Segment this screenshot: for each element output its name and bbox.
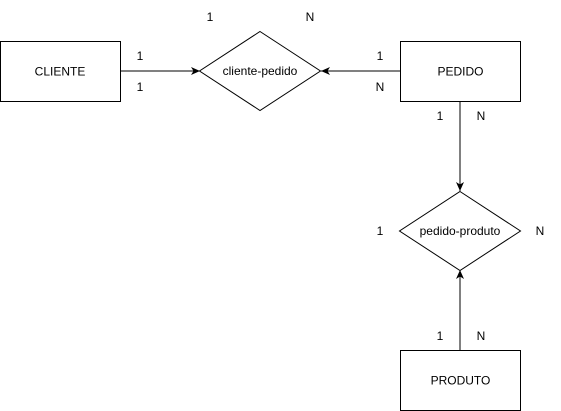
cardinality-cliente-line-lower: 1 xyxy=(137,80,144,94)
cardinality-pedido-line-upper: 1 xyxy=(377,49,384,63)
cardinality-produto-top-left: 1 xyxy=(437,329,444,343)
entity-pedido-label: PEDIDO xyxy=(437,65,483,79)
cardinality-pedido-produto-left: 1 xyxy=(377,224,384,238)
entity-produto-label: PRODUTO xyxy=(431,374,491,388)
entity-cliente-label: CLIENTE xyxy=(35,65,86,79)
cardinality-cliente-pedido-top-left: 1 xyxy=(207,10,214,24)
relationship-pedido-produto[interactable]: pedido-produto xyxy=(398,190,522,272)
cardinality-produto-top-right: N xyxy=(477,329,486,343)
entity-pedido[interactable]: PEDIDO xyxy=(400,41,521,102)
cardinality-pedido-bottom-left: 1 xyxy=(437,109,444,123)
relationship-cliente-pedido-label: cliente-pedido xyxy=(223,64,298,78)
relationship-pedido-produto-label: pedido-produto xyxy=(420,224,501,238)
cardinality-cliente-line-upper: 1 xyxy=(137,49,144,63)
relationship-cliente-pedido[interactable]: cliente-pedido xyxy=(198,30,322,112)
cardinality-pedido-line-lower: N xyxy=(376,80,385,94)
entity-produto[interactable]: PRODUTO xyxy=(400,350,521,411)
entity-cliente[interactable]: CLIENTE xyxy=(0,41,121,102)
cardinality-pedido-produto-right: N xyxy=(536,224,545,238)
cardinality-cliente-pedido-top-right: N xyxy=(306,10,315,24)
cardinality-pedido-bottom-right: N xyxy=(477,109,486,123)
